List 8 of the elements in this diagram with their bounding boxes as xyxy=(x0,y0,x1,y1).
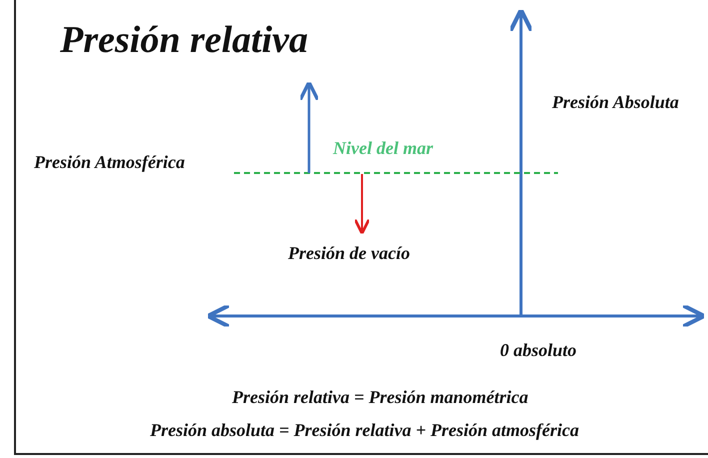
level-label: Presión Atmosférica xyxy=(34,152,185,173)
axis-label: 0 absoluto xyxy=(500,340,577,361)
title: Presión relativa xyxy=(60,18,308,62)
pressure-label: Presión de vacío xyxy=(288,243,410,264)
axis-label: Presión Absoluta xyxy=(552,92,679,113)
formula-text: Presión absoluta = Presión relativa + Presión atmosférica xyxy=(150,420,580,441)
formula-text: Presión relativa = Presión manométrica xyxy=(232,387,528,408)
level-label: Nivel del mar xyxy=(333,138,433,159)
